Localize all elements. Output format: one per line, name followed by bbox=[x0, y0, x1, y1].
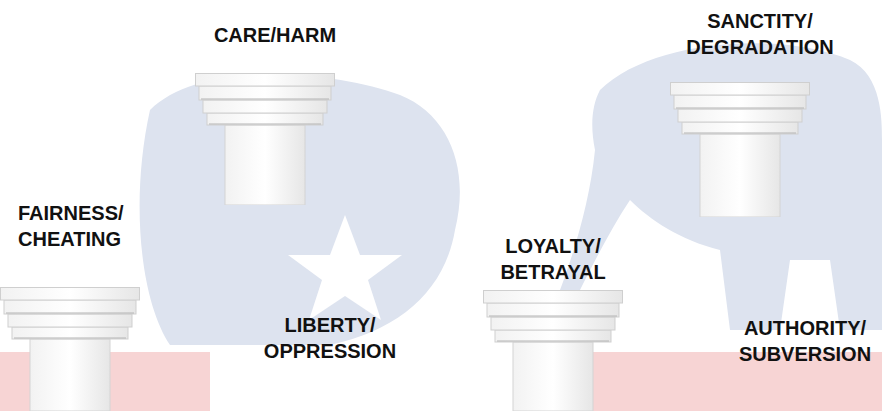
foundation-name: LIBERTY/ OPPRESSION bbox=[264, 312, 396, 364]
pillar-band bbox=[487, 303, 619, 317]
pillar: SANCTITY/ DEGRADATION bbox=[670, 8, 810, 217]
foundation-name: LOYALTY/ BETRAYAL bbox=[500, 233, 605, 285]
foundation-name: CARE/HARM bbox=[214, 22, 336, 48]
pillar-shaft bbox=[225, 125, 305, 205]
pillar-drawing bbox=[0, 287, 140, 411]
pillar-shadow bbox=[14, 338, 126, 339]
pillar-shadow bbox=[684, 133, 796, 134]
pillar-drawing bbox=[670, 82, 810, 217]
pillar-shadow bbox=[6, 313, 134, 314]
star bbox=[288, 215, 402, 320]
pillar-band bbox=[4, 300, 136, 314]
elephant-shape bbox=[560, 43, 882, 330]
pillar-band bbox=[682, 122, 798, 134]
pillar-band bbox=[8, 314, 132, 327]
pillar-capital bbox=[484, 291, 623, 304]
foundation-name: AUTHORITY/ SUBVERSION bbox=[739, 315, 871, 367]
pillar-shaft bbox=[30, 339, 110, 411]
pillar-band bbox=[678, 109, 802, 122]
pillar-band bbox=[491, 317, 615, 330]
pillar-capital bbox=[671, 83, 810, 96]
pillar-shaft bbox=[700, 134, 780, 217]
pillar-drawing bbox=[483, 290, 623, 411]
pillar-shaft bbox=[513, 342, 593, 411]
pillar-shadow bbox=[676, 108, 804, 109]
pillar-capital bbox=[1, 288, 140, 301]
donkey-shape bbox=[140, 74, 460, 345]
pillar-band bbox=[203, 100, 327, 113]
pillar-band bbox=[12, 327, 128, 339]
pillar-shadow bbox=[209, 124, 321, 125]
pillar-capital bbox=[196, 74, 335, 87]
pillar-band bbox=[199, 86, 331, 100]
pillar-shadow bbox=[497, 341, 609, 342]
pillar: FAIRNESS/ CHEATING bbox=[0, 200, 140, 411]
pillar-shadow bbox=[489, 316, 617, 317]
pillar: LOYALTY/ BETRAYAL bbox=[483, 233, 623, 411]
pillar-band bbox=[495, 330, 611, 342]
pillar-band bbox=[207, 113, 323, 125]
pillar-shadow bbox=[201, 99, 329, 100]
foundation-name: SANCTITY/ DEGRADATION bbox=[686, 8, 833, 60]
pillar-drawing bbox=[195, 73, 335, 205]
foundation-name: FAIRNESS/ CHEATING bbox=[18, 200, 124, 252]
pillar-band bbox=[674, 95, 806, 109]
pillar: CARE/HARM bbox=[195, 22, 335, 205]
